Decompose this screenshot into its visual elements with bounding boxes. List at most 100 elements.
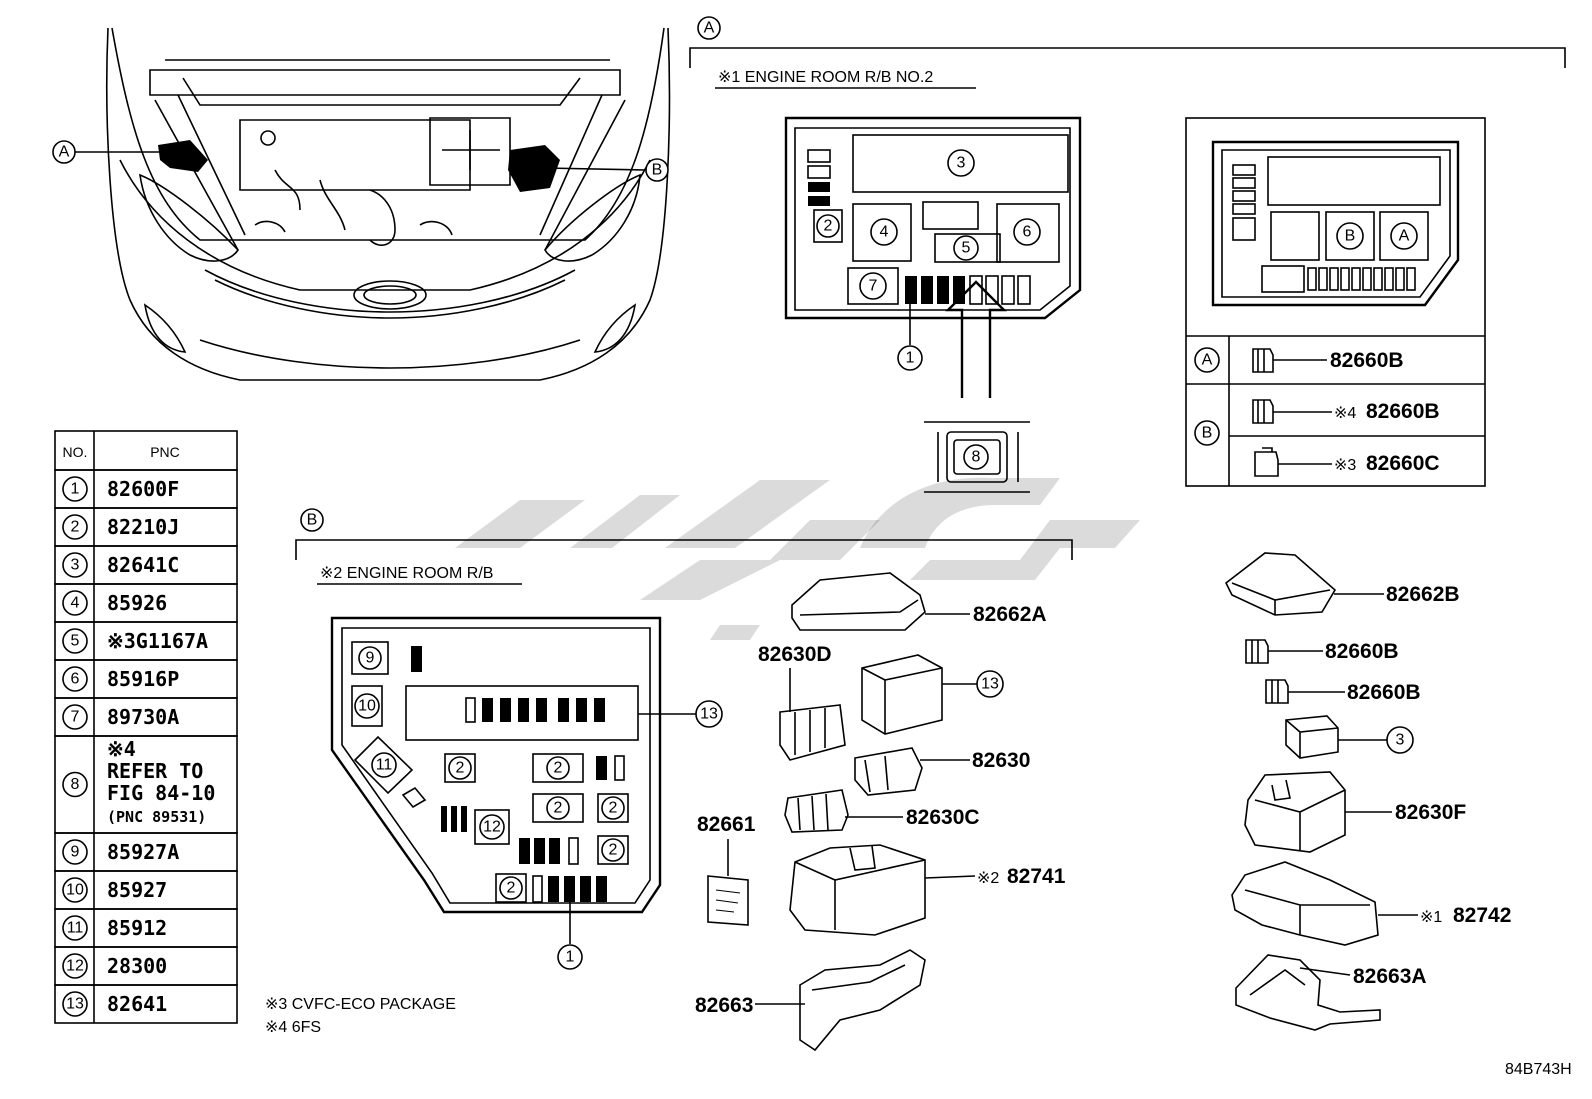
row-pnc-line: ※4	[107, 737, 136, 761]
row-no: 4	[71, 595, 80, 612]
relay-row-c-note: ※3	[1334, 457, 1356, 474]
row-pnc-line: FIG 84-10	[107, 781, 215, 805]
table-row: 5 ※3G1167A	[54, 621, 238, 661]
row-no: 8	[71, 776, 80, 793]
row-no: 10	[66, 882, 84, 899]
right-exploded-parts: 82662B 82660B 82660B 3 82630F ※1 82742 8…	[1224, 552, 1511, 1031]
box1-callout-2e: 2	[609, 842, 618, 859]
table-header-pnc: PNC	[150, 444, 180, 460]
relay-row-a-pnc: 82660B	[1330, 349, 1404, 372]
table-header-no: NO.	[63, 444, 88, 460]
relay-row-tag-b: B	[1202, 425, 1213, 442]
box2-callout-4: 4	[880, 224, 889, 241]
box1-callout-9: 9	[366, 650, 375, 667]
row-pnc: 89730A	[107, 705, 179, 729]
box1-callout-2a: 2	[456, 760, 465, 777]
car-front-illustration: A B	[52, 27, 671, 381]
relay-row-b-note: ※4	[1334, 405, 1356, 422]
relay-row-b-pnc: 82660B	[1366, 400, 1440, 423]
row-pnc: 85927	[107, 878, 167, 902]
row-pnc: ※3G1167A	[107, 629, 208, 653]
part-82660b-2: 82660B	[1347, 681, 1421, 704]
row-no: 6	[71, 671, 80, 688]
callout-8: 8	[972, 449, 981, 466]
row-pnc: 82641C	[107, 553, 179, 577]
row-pnc: 82210J	[107, 515, 179, 539]
box1-callout-2d: 2	[609, 800, 618, 817]
row-pnc: 82641	[107, 992, 167, 1016]
part-callout-3: 3	[1396, 732, 1405, 749]
part-82630d: 82630D	[758, 643, 832, 666]
footnote-6fs: ※4 6FS	[265, 1019, 321, 1036]
table-row: 10 85927	[54, 870, 238, 910]
part-82661: 82661	[697, 813, 756, 836]
part-82662b: 82662B	[1386, 583, 1460, 606]
part-82630f: 82630F	[1395, 801, 1466, 824]
alt-box-callout-a: A	[1399, 228, 1410, 245]
row-no: 7	[71, 709, 80, 726]
row-pnc: 85927A	[107, 840, 179, 864]
row-no: 12	[66, 958, 84, 975]
section-a-tag: A	[704, 20, 715, 37]
table-row: 6 85916P	[54, 659, 238, 699]
row-pnc: 85916P	[107, 667, 179, 691]
row-no: 9	[71, 844, 80, 861]
callout-b-car: B	[652, 162, 663, 179]
figure-id: 84B743H	[1505, 1061, 1572, 1078]
row-no: 2	[71, 519, 80, 536]
section-b-header: B ※2 ENGINE ROOM R/B	[295, 508, 1073, 585]
relay-block-no2: 3 2 4 5 6 7 1	[784, 116, 1082, 398]
table-row: 7 89730A	[54, 697, 238, 737]
section-b-tag: B	[307, 512, 318, 529]
part-82662a: 82662A	[973, 603, 1047, 626]
row-pnc: 85912	[107, 916, 167, 940]
part-82663a: 82663A	[1353, 965, 1427, 988]
part-82630c: 82630C	[906, 806, 980, 829]
box2-callout-1: 1	[906, 350, 915, 367]
watermark-logo	[455, 477, 1140, 640]
box1-callout-1: 1	[566, 949, 575, 966]
box2-callout-2: 2	[824, 218, 833, 235]
alt-box-callout-b: B	[1345, 228, 1356, 245]
relay-row-tag-a: A	[1202, 352, 1213, 369]
table-row: 3 82641C	[54, 545, 238, 585]
row-no: 1	[71, 481, 80, 498]
box2-callout-7: 7	[869, 278, 878, 295]
box1-callout-2c: 2	[554, 800, 563, 817]
middle-exploded-parts: 82662A 13 82630D 82630 82630C 82661 ※2	[695, 572, 1066, 1052]
engine-room-relay-block: 9 10 11 2 2 2 2 12 2 2 13 1	[330, 616, 723, 970]
table-row: 11 85912	[54, 908, 238, 948]
box1-callout-2f: 2	[507, 880, 516, 897]
relay-block-alt: B A A B 82660B ※4 82660B ※3 82660	[1185, 117, 1486, 487]
row-pnc-line: (PNC 89531)	[107, 808, 206, 826]
part-82660b-1: 82660B	[1325, 640, 1399, 663]
box2-callout-6: 6	[1023, 224, 1032, 241]
row-no: 3	[71, 557, 80, 574]
part-82741-note: ※2	[977, 870, 999, 887]
relay-row-c-pnc: 82660C	[1366, 452, 1440, 475]
section-a-title: ※1 ENGINE ROOM R/B NO.2	[718, 69, 933, 86]
row-no: 11	[67, 920, 84, 937]
footnote-cvfc: ※3 CVFC-ECO PACKAGE	[265, 996, 456, 1013]
box2-callout-5: 5	[962, 240, 971, 257]
part-82742-note: ※1	[1420, 909, 1442, 926]
part-callout-13: 13	[981, 676, 999, 693]
callout-a-car: A	[59, 144, 70, 161]
part-82742: 82742	[1453, 904, 1511, 927]
row-no: 13	[66, 996, 84, 1013]
part-82741: 82741	[1007, 865, 1066, 888]
fuse-8-detail: 8	[924, 421, 1030, 493]
row-no: 5	[71, 633, 80, 650]
box2-callout-3: 3	[957, 155, 966, 172]
box1-callout-13: 13	[700, 706, 718, 723]
section-a-header: A ※1 ENGINE ROOM R/B NO.2	[689, 16, 1566, 89]
table-row: 13 82641	[54, 984, 238, 1024]
box1-callout-12: 12	[483, 819, 501, 836]
table-row: 9 85927A	[54, 832, 238, 872]
row-pnc-line: REFER TO	[107, 759, 203, 783]
